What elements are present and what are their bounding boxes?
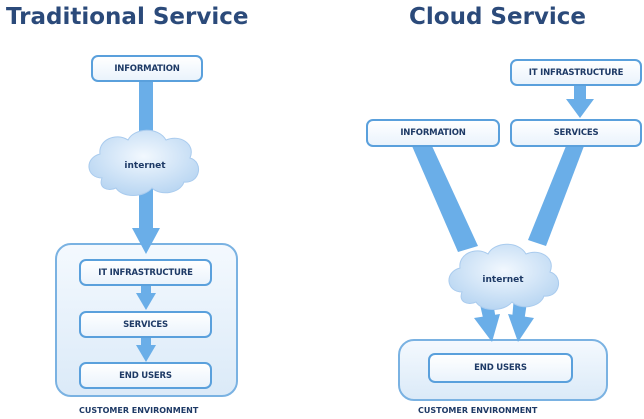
left-it-infrastructure-box: IT INFRASTRUCTURE (79, 259, 212, 286)
left-services-box: SERVICES (79, 311, 212, 338)
left-customer-environment-label: CUSTOMER ENVIRONMENT (79, 406, 199, 415)
arrow-internet-to-it-infrastructure (132, 188, 160, 254)
arrow-it-infrastructure-to-services (136, 285, 156, 310)
left-internet-cloud: internet (88, 129, 199, 196)
arrow-services-to-end-users (136, 337, 156, 362)
cloud-service-title: Cloud Service (409, 4, 587, 30)
arrow-information-to-internet-right (412, 146, 478, 252)
right-internet-cloud: internet (448, 243, 559, 310)
left-internet-label: internet (124, 161, 166, 171)
arrow-services-to-internet-right (528, 146, 584, 246)
left-information-box: INFORMATION (91, 55, 203, 82)
arrow-it-infrastructure-to-services-right (566, 85, 594, 118)
left-end-users-box: END USERS (79, 362, 212, 389)
arrow-information-to-internet (139, 80, 153, 140)
right-information-box: INFORMATION (366, 119, 500, 147)
right-services-box: SERVICES (510, 119, 642, 147)
right-customer-environment-label: CUSTOMER ENVIRONMENT (418, 406, 538, 415)
traditional-service-title: Traditional Service (6, 4, 249, 30)
right-internet-label: internet (482, 275, 524, 285)
right-end-users-box: END USERS (428, 353, 573, 383)
right-it-infrastructure-box: IT INFRASTRUCTURE (510, 59, 642, 86)
